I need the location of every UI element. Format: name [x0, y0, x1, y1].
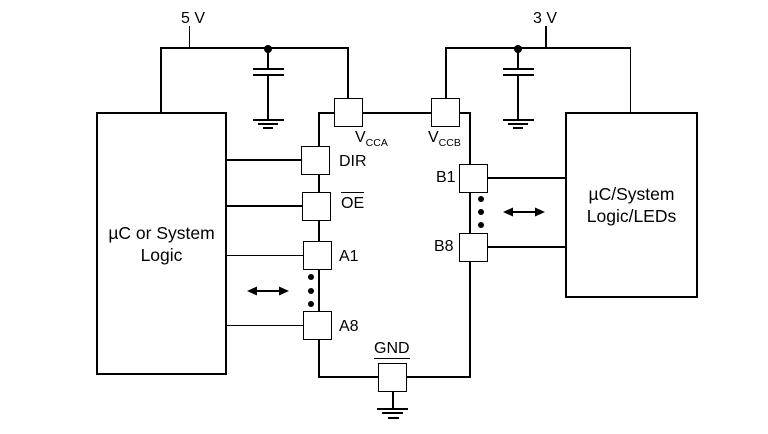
wire-a1: [226, 254, 304, 257]
left-system-box-label: µC or System Logic: [108, 222, 214, 266]
vccb-sub-text: CCB: [438, 137, 461, 150]
left-system-box-label-line2: Logic: [140, 244, 183, 265]
pin-oe: [302, 191, 331, 221]
pin-label-b8: B8: [434, 238, 454, 255]
pin-dir: [301, 145, 330, 175]
rail-5v-drop-to-vcca-wire: [347, 48, 349, 98]
ellipsis-dot-a: [308, 274, 314, 280]
left-system-box: µC or System Logic: [96, 112, 227, 375]
ellipsis-dot-b: [478, 208, 484, 215]
pin-label-dir: DIR: [339, 153, 367, 170]
ground-symbol-gnd-bar3: [387, 416, 399, 419]
ground-symbol-3v-bar1: [502, 118, 534, 121]
rail-5v-label: 5 V: [181, 10, 206, 27]
pin-b8: [459, 232, 488, 262]
vcca-base-text: V: [355, 129, 366, 146]
junction-dot-5v: [263, 44, 272, 53]
pin-label-gnd: GND: [374, 340, 410, 359]
right-system-box-label-line1: µC/System: [588, 184, 675, 204]
pin-label-vcca: VCCA: [355, 129, 388, 148]
wire-oe: [226, 205, 303, 207]
capacitor-3v-bottom-plate: [502, 73, 534, 76]
left-system-box-label-line1: µC or System: [108, 222, 215, 243]
rail-5v-drop-to-left-box-wire: [160, 48, 162, 112]
wire-a8: [226, 324, 304, 327]
capacitor-5v-top-plate: [252, 67, 284, 70]
capacitor-5v-top-lead: [267, 48, 269, 68]
gnd-text: GND: [374, 340, 410, 359]
pin-label-b1: B1: [436, 169, 456, 186]
vcca-sub-text: CCA: [365, 137, 388, 150]
pin-vccb: [431, 98, 460, 127]
right-system-box: µC/System Logic/LEDs: [565, 112, 698, 298]
pin-a8: [303, 311, 332, 340]
oe-text: OE: [341, 192, 365, 212]
pin-gnd: [378, 363, 407, 392]
ground-symbol-5v-bar1: [252, 118, 284, 121]
wire-b1: [487, 177, 566, 179]
ground-symbol-5v-bar3: [263, 127, 273, 130]
pin-label-vccb: VCCB: [428, 129, 461, 148]
rail-3v-drop-to-vccb-wire: [445, 48, 447, 98]
rail-3v-drop-to-right-box-wire: [629, 48, 632, 112]
rail-3v-horizontal-wire: [445, 47, 631, 49]
capacitor-5v-bottom-plate: [252, 73, 284, 76]
gnd-pin-lead: [391, 391, 394, 408]
ellipsis-dot-b: [478, 221, 484, 228]
vccb-base-text: V: [428, 129, 439, 146]
pin-label-oe: OE: [341, 192, 365, 212]
right-system-box-label: µC/System Logic/LEDs: [587, 183, 677, 227]
ellipsis-dot-b: [478, 196, 484, 202]
ellipsis-dot-a: [308, 301, 314, 307]
pin-label-a8: A8: [339, 318, 359, 335]
ground-symbol-3v-bar3: [513, 127, 523, 130]
rail-3v-tick-wire: [545, 26, 547, 48]
rail-5v-horizontal-wire: [160, 47, 349, 49]
ground-symbol-5v-bar2: [258, 123, 278, 125]
ground-symbol-3v-bar2: [508, 123, 528, 125]
ellipsis-dot-a: [308, 287, 314, 294]
wire-b8: [487, 246, 566, 248]
bidirectional-arrow-a-icon: [247, 286, 289, 296]
bidirectional-arrow-b-icon: [503, 207, 545, 217]
capacitor-3v-bottom-lead: [517, 76, 519, 119]
pin-b1: [459, 163, 488, 193]
ground-symbol-gnd-bar2: [382, 412, 403, 414]
capacitor-3v-top-plate: [502, 67, 534, 70]
capacitor-5v-bottom-lead: [267, 76, 269, 119]
junction-dot-3v: [513, 44, 522, 53]
pin-vcca: [334, 98, 363, 127]
capacitor-3v-top-lead: [517, 48, 519, 68]
pin-a1: [303, 241, 332, 270]
rail-3v-label: 3 V: [533, 10, 558, 27]
rail-5v-tick-wire: [188, 26, 190, 48]
ground-symbol-gnd-bar1: [377, 407, 408, 410]
pin-label-a1: A1: [339, 248, 359, 265]
wire-dir: [226, 159, 302, 161]
right-system-box-label-line2: Logic/LEDs: [586, 206, 677, 226]
